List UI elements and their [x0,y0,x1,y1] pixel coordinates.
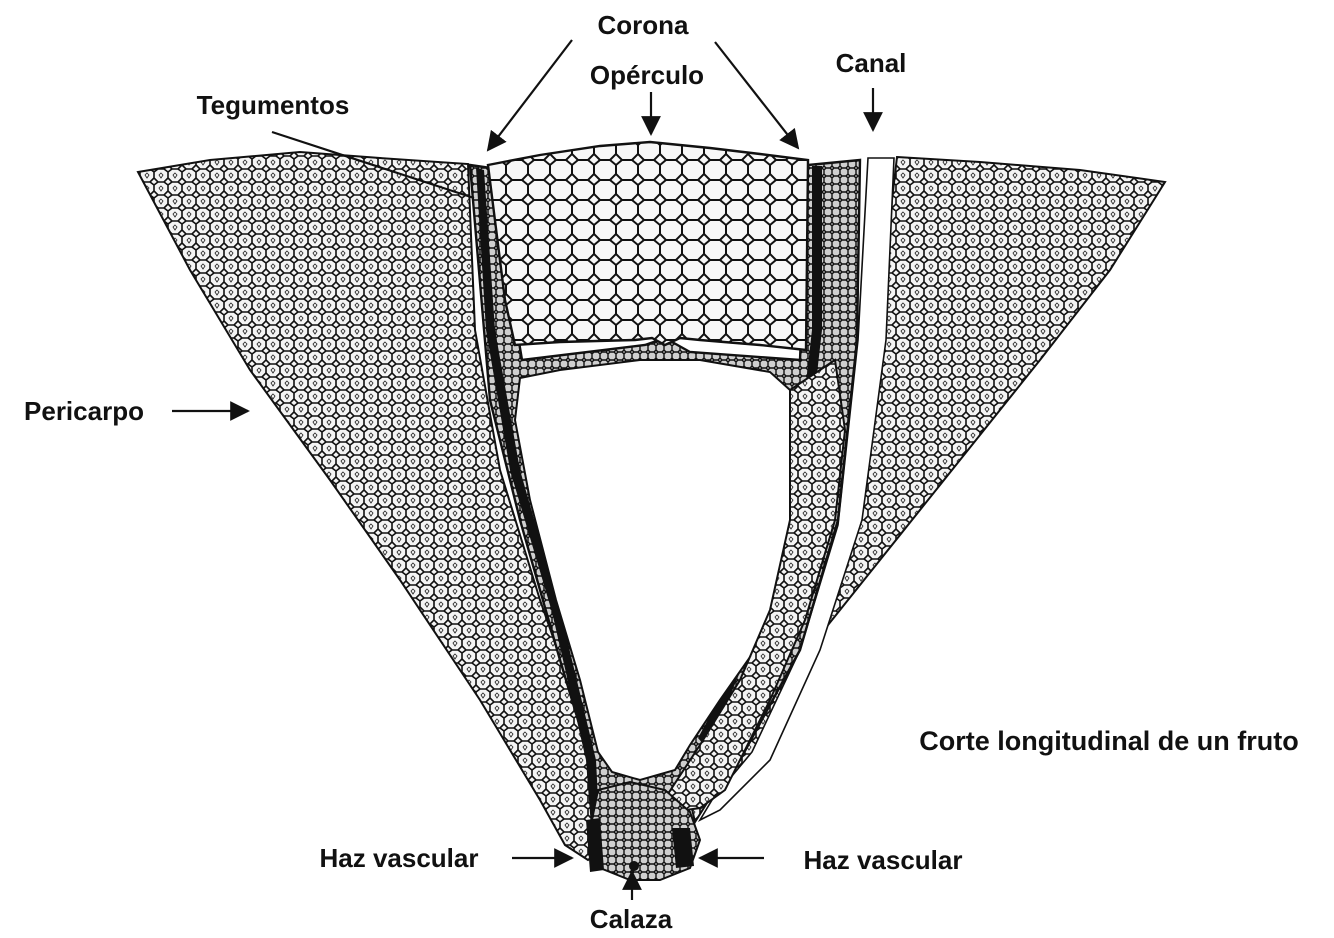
calaza-point [629,861,639,871]
corona-arrow-left [488,40,572,150]
label-tegumentos: Tegumentos [197,90,350,120]
label-operculo: Opérculo [590,60,704,90]
label-haz-vascular-right: Haz vascular [804,845,963,875]
label-pericarpo: Pericarpo [24,396,144,426]
label-haz-vascular-left: Haz vascular [320,843,479,873]
caption: Corte longitudinal de un fruto [919,726,1298,756]
label-corona: Corona [598,10,690,40]
label-canal: Canal [836,48,907,78]
corona-arrow-right [715,42,798,148]
label-calaza: Calaza [590,904,673,934]
operculum [488,142,808,350]
